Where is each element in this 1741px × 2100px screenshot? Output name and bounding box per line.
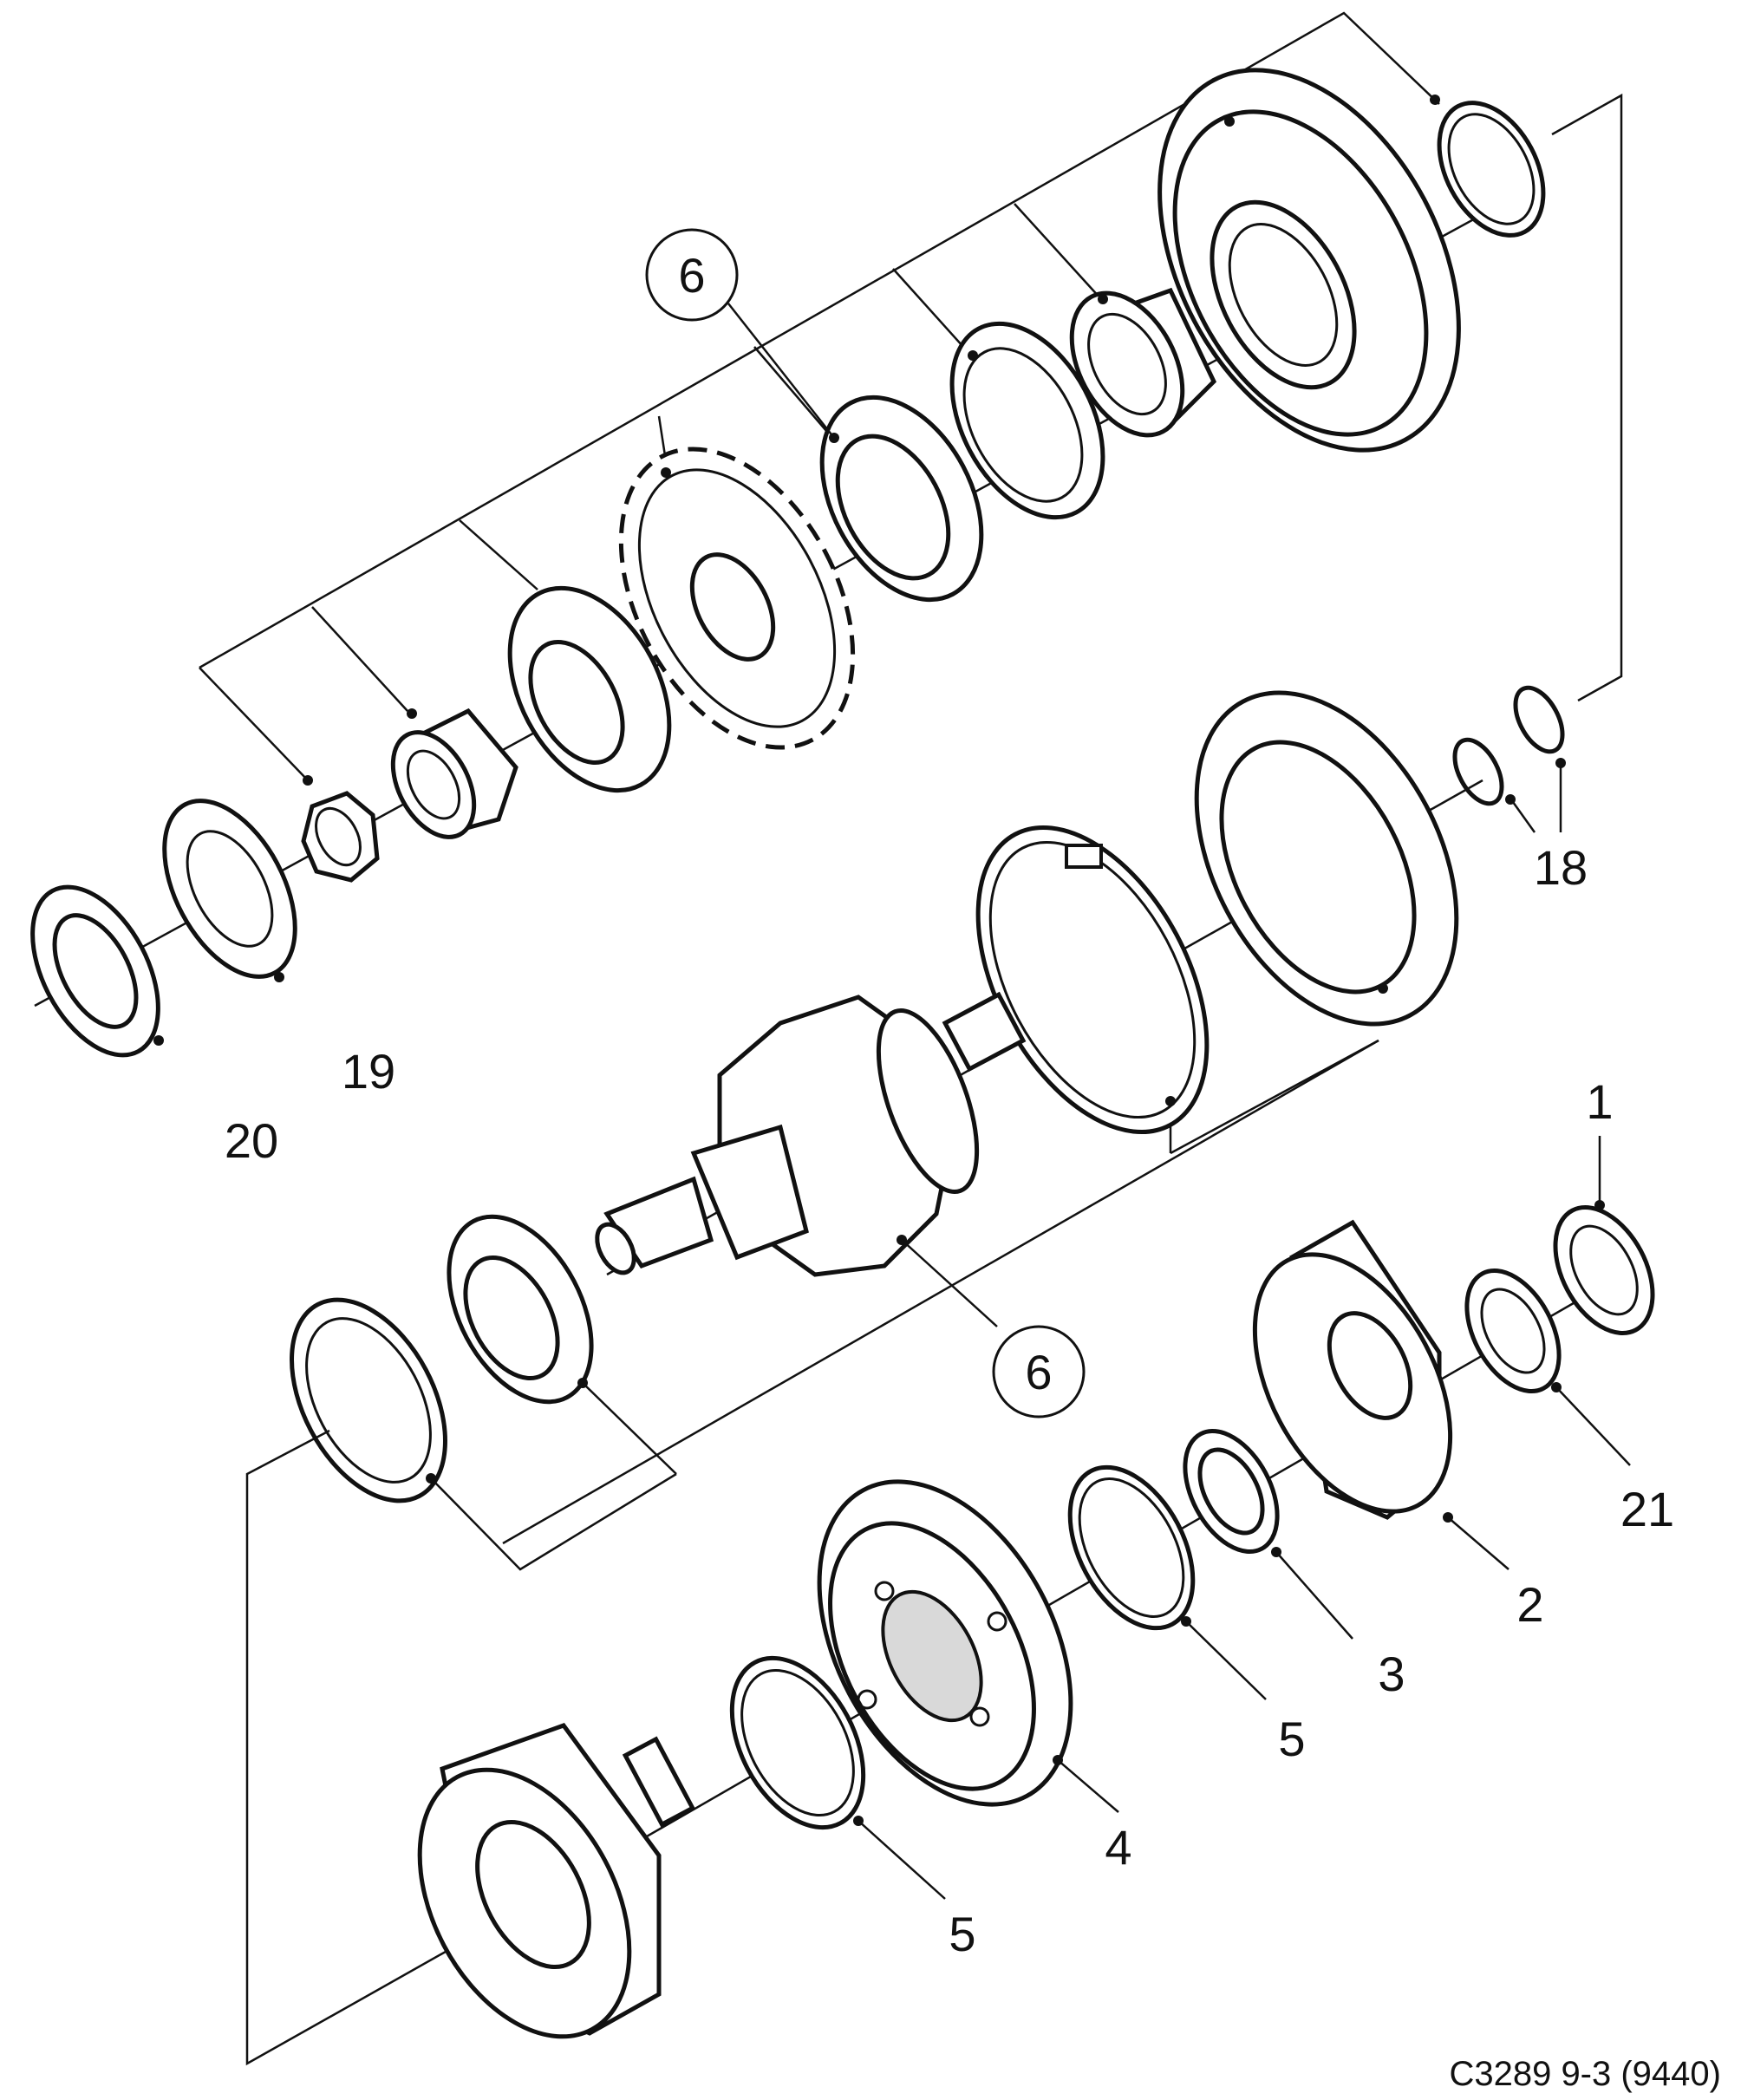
shims-18 <box>1452 685 1566 833</box>
tapered-roller-bearing-upper <box>819 395 984 603</box>
callout-circle-6-upper: 6 <box>645 228 835 439</box>
callout-circle-6-lower: 6 <box>992 1325 1086 1418</box>
needle-bearing <box>1069 287 1217 438</box>
bearing-cup-lower <box>290 1297 677 1571</box>
needle-bearing-3 <box>1183 1428 1353 1640</box>
part-label-2: 2 <box>1516 1577 1543 1632</box>
part-label-3: 3 <box>1378 1647 1405 1701</box>
part-label-6-upper: 6 <box>678 248 705 303</box>
thrust-bearing-20 <box>30 884 164 1058</box>
part-label-1: 1 <box>1586 1074 1613 1129</box>
part-label-5a: 5 <box>1278 1712 1305 1766</box>
part-label-21: 21 <box>1620 1482 1674 1536</box>
sun-gear-drum <box>417 1723 696 2039</box>
thrust-washer-21 <box>1464 1268 1631 1466</box>
seal-1 <box>1553 1136 1655 1335</box>
clutch-drum-2 <box>1252 1219 1510 1570</box>
snap-ring-5a <box>1067 1464 1267 1700</box>
helical-pinion-gear <box>507 585 672 793</box>
bearing-cup-upper <box>949 321 1105 520</box>
large-helical-gear <box>1157 68 1461 453</box>
snap-ring-5b <box>729 1655 946 1900</box>
bushing <box>390 708 518 839</box>
tapered-roller-bearing-lower <box>447 1214 677 1475</box>
part-label-18: 18 <box>1534 840 1588 895</box>
differential-housing <box>595 991 1027 1327</box>
upper-bracket <box>199 11 1440 781</box>
part-label-20: 20 <box>225 1113 278 1168</box>
snap-ring-upper <box>1430 95 1546 238</box>
planet-carrier-gear-4 <box>817 1479 1119 1813</box>
part-label-19: 19 <box>342 1044 395 1099</box>
part-label-6-lower: 6 <box>1025 1345 1052 1399</box>
shaft-nut <box>301 775 380 883</box>
part-label-5b: 5 <box>949 1907 975 1961</box>
part-label-4: 4 <box>1105 1820 1131 1875</box>
reluctor-disc <box>618 447 856 750</box>
reference-code: C3289 9-3 (9440) <box>1449 2055 1721 2093</box>
thrust-washer-19 <box>162 799 297 982</box>
ring-gear-internal <box>1194 690 1459 1027</box>
